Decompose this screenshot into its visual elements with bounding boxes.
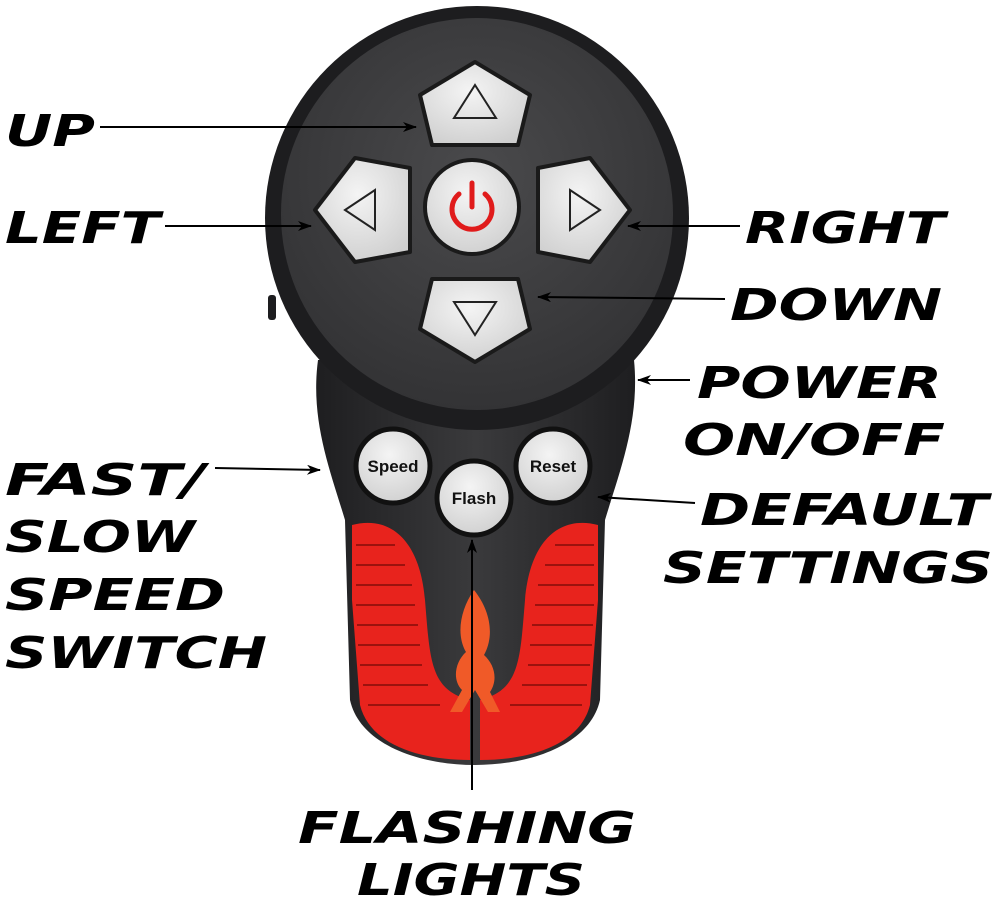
flash-button[interactable]: Flash [434,458,514,538]
grip-ridges [356,544,594,706]
label-flashing-line1: FLASHING [298,803,636,854]
label-right: RIGHT [745,203,949,254]
label-left: LEFT [5,203,164,254]
flame-logo-icon [450,590,500,712]
label-up: UP [5,106,95,157]
reset-button-label: Reset [530,457,577,476]
label-default-line1: DEFAULT [700,485,992,536]
callout-arrows [100,122,740,790]
triangle-left-icon [343,188,376,232]
flash-button-label: Flash [452,489,496,508]
label-speed-line3: SPEED [5,570,225,621]
label-speed-line1: FAST/ [5,455,211,506]
label-flashing-line2: LIGHTS [357,855,585,900]
triangle-right-icon [569,188,602,232]
left-button[interactable] [313,156,412,264]
label-default-line2: SETTINGS [663,543,993,594]
right-grip [480,522,598,760]
speed-button[interactable]: Speed [353,426,433,506]
reset-button[interactable]: Reset [513,426,593,506]
down-button[interactable] [418,277,532,364]
label-speed-line2: SLOW [5,512,198,563]
label-power-line1: POWER [697,358,942,409]
up-button[interactable] [418,60,532,147]
label-down: DOWN [730,280,942,331]
label-power-line2: ON/OFF [683,415,945,466]
triangle-down-icon [452,301,498,337]
power-icon [449,180,495,232]
left-grip [352,522,470,760]
right-button[interactable] [536,156,632,264]
triangle-up-icon [452,83,498,119]
power-button[interactable] [423,158,521,256]
speed-button-label: Speed [367,457,418,476]
label-speed-line4: SWITCH [5,628,267,679]
